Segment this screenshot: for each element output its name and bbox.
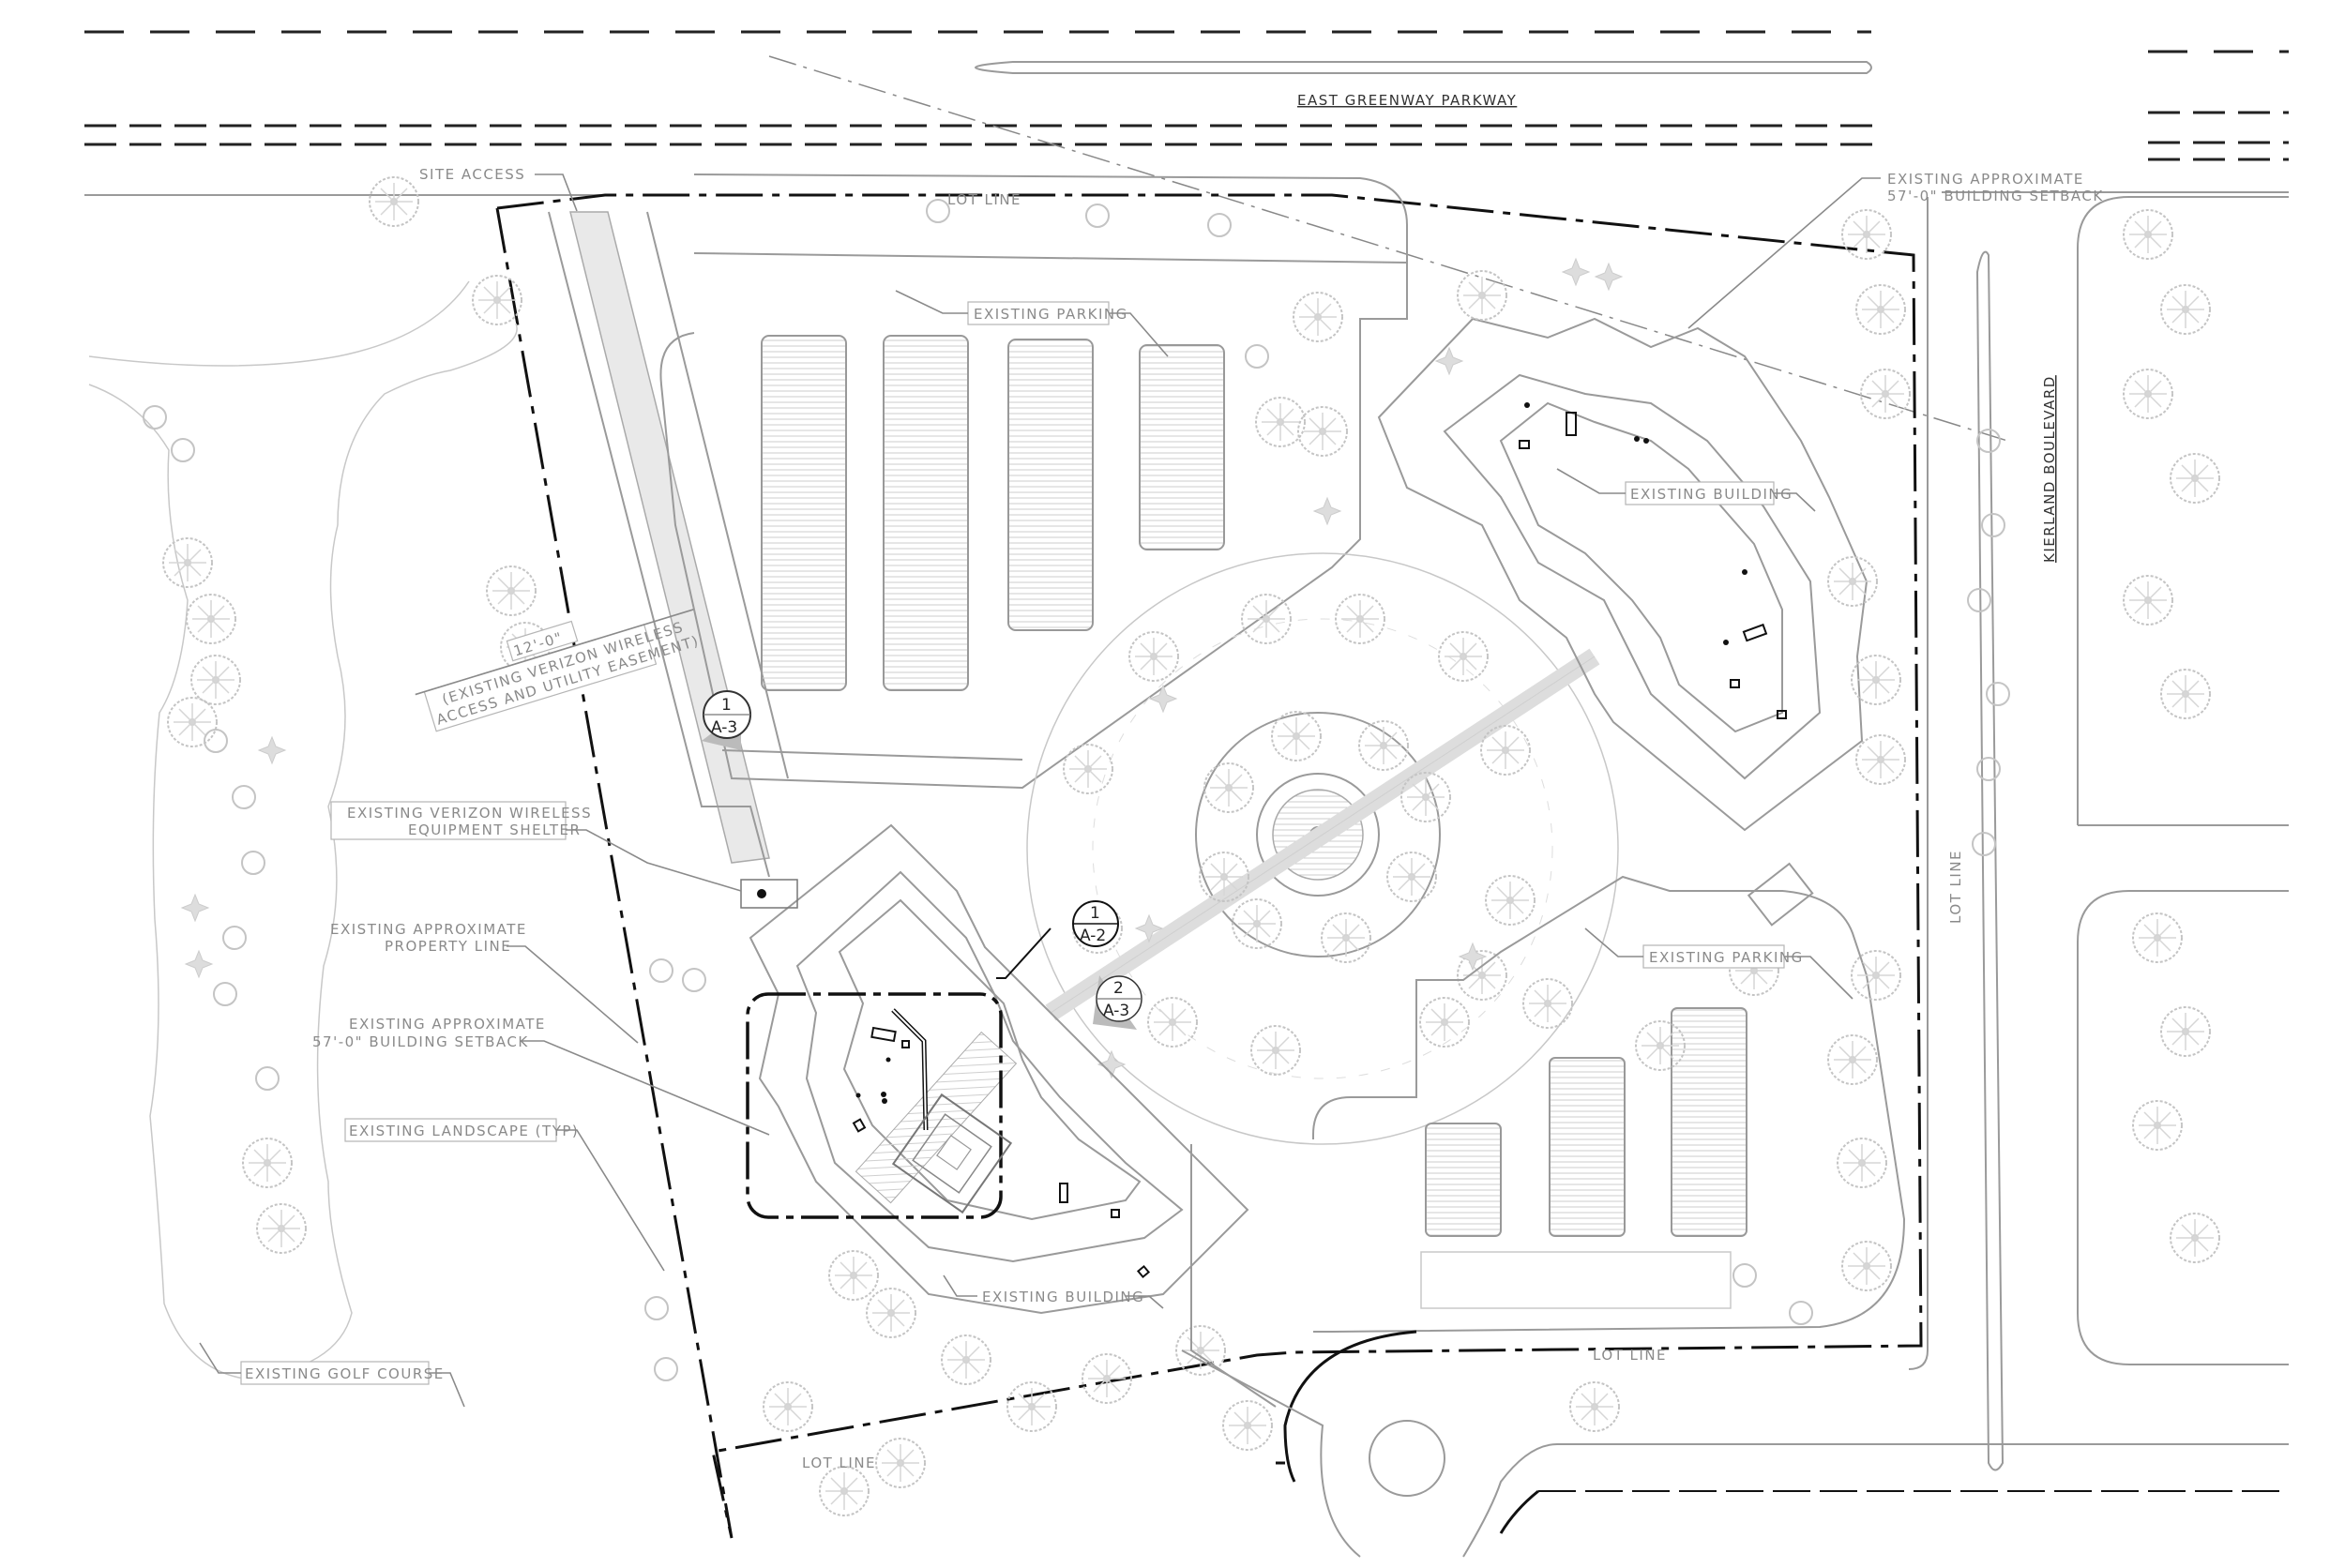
parking-north — [659, 173, 1408, 790]
svg-text:1: 1 — [1090, 904, 1100, 923]
property-line — [495, 193, 1923, 1539]
svg-text:SITE ACCESS: SITE ACCESS — [419, 166, 525, 183]
svg-text:EXISTING APPROXIMATE: EXISTING APPROXIMATE — [330, 921, 527, 938]
label-landscape: EXISTING LANDSCAPE (TYP) — [344, 1118, 665, 1272]
label-lot-line-bottom: LOT LINE — [1593, 1347, 1667, 1364]
central-plaza — [1026, 552, 1619, 1145]
svg-text:EXISTING VERIZON WIRELESS: EXISTING VERIZON WIRELESS — [347, 805, 592, 822]
svg-text:EXISTING APPROXIMATE: EXISTING APPROXIMATE — [349, 1016, 546, 1033]
golf-course-landscape — [88, 176, 706, 1381]
label-parking-south: EXISTING PARKING — [1584, 927, 1853, 1000]
site-access-drive — [548, 211, 789, 878]
svg-text:EXISTING BUILDING: EXISTING BUILDING — [1630, 486, 1793, 503]
street-label-east-greenway-parkway: EAST GREENWAY PARKWAY — [1297, 92, 1517, 109]
label-equipment-shelter: EXISTING VERIZON WIRELESS EQUIPMENT SHEL… — [330, 801, 742, 892]
svg-text:A-3: A-3 — [1103, 1002, 1129, 1020]
label-site-access: SITE ACCESS — [419, 166, 578, 212]
equipment-shelter — [740, 879, 798, 909]
street-label-kierland-boulevard: KIERLAND BOULEVARD — [2041, 375, 2058, 563]
parking-south — [1312, 875, 1906, 1333]
label-lot-line-top: LOT LINE — [947, 191, 1021, 208]
svg-text:PROPERTY LINE: PROPERTY LINE — [385, 938, 511, 955]
label-building-sw: EXISTING BUILDING — [943, 1274, 1164, 1309]
existing-building-sw — [749, 823, 1249, 1315]
svg-text:EXISTING GOLF COURSE: EXISTING GOLF COURSE — [245, 1365, 445, 1382]
svg-text:A-2: A-2 — [1080, 927, 1106, 945]
svg-text:EXISTING PARKING: EXISTING PARKING — [1649, 949, 1804, 966]
svg-text:1: 1 — [721, 696, 732, 715]
svg-text:EXISTING APPROXIMATE: EXISTING APPROXIMATE — [1887, 171, 2084, 188]
label-easement: 12'-0" (EXISTING VERIZON WIRELESS ACCESS… — [415, 609, 702, 732]
svg-text:EXISTING BUILDING: EXISTING BUILDING — [982, 1289, 1144, 1305]
existing-building-ne — [1377, 317, 1868, 927]
label-building-ne: EXISTING BUILDING — [1556, 468, 1816, 512]
cul-de-sac — [1181, 1144, 2289, 1558]
kierland-boulevard — [1908, 196, 2289, 1471]
verizon-lease-area — [746, 992, 1151, 1279]
svg-text:EXISTING PARKING: EXISTING PARKING — [974, 306, 1128, 323]
label-lot-line-bottom-left: LOT LINE — [802, 1455, 876, 1471]
section-callout-1-a3[interactable]: 1 A-3 — [702, 690, 751, 750]
label-property-line: EXISTING APPROXIMATE PROPERTY LINE — [330, 921, 639, 1044]
svg-text:2: 2 — [1113, 979, 1124, 998]
svg-text:EXISTING LANDSCAPE (TYP): EXISTING LANDSCAPE (TYP) — [349, 1123, 579, 1139]
label-parking-north: EXISTING PARKING — [895, 290, 1169, 357]
svg-text:A-3: A-3 — [711, 718, 737, 737]
label-setback-west: EXISTING APPROXIMATE 57'-0" BUILDING SET… — [312, 1016, 770, 1136]
svg-text:57'-0" BUILDING SETBACK: 57'-0" BUILDING SETBACK — [1887, 188, 2104, 204]
east-greenway-parkway — [84, 30, 2289, 442]
section-callout-2-a3[interactable]: 2 A-3 — [1093, 975, 1142, 1030]
label-setback-ne: EXISTING APPROXIMATE 57'-0" BUILDING SET… — [1687, 171, 2104, 329]
label-golf-course: EXISTING GOLF COURSE — [199, 1342, 465, 1408]
label-lot-line-right: LOT LINE — [1947, 850, 1964, 924]
svg-text:EQUIPMENT SHELTER: EQUIPMENT SHELTER — [408, 822, 581, 838]
detail-callout-1-a2[interactable]: 1 A-2 — [996, 900, 1119, 979]
svg-text:57'-0" BUILDING SETBACK: 57'-0" BUILDING SETBACK — [312, 1033, 529, 1050]
